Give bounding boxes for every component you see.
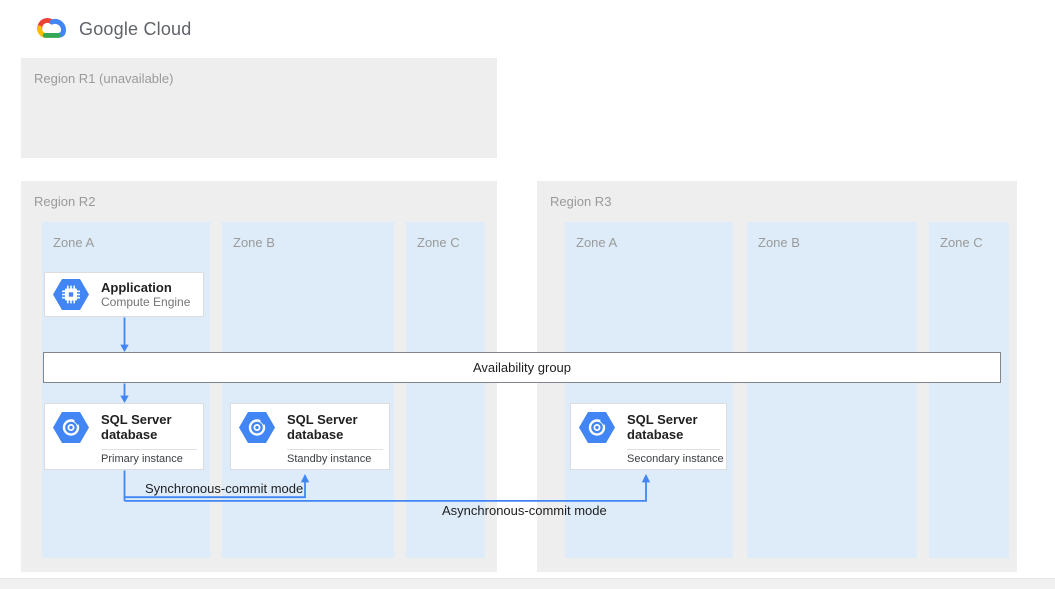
zone-r2-b: Zone B (222, 222, 394, 558)
zone-r2-b-label: Zone B (233, 235, 275, 250)
sql-standby-node: SQL Server database Standby instance (230, 403, 390, 470)
sql-primary-divider (101, 449, 197, 450)
sql-primary-instance-label: Primary instance (101, 453, 183, 465)
zone-r3-c: Zone C (929, 222, 1009, 558)
async-commit-label: Asynchronous-commit mode (442, 503, 607, 518)
compute-engine-icon (53, 279, 89, 315)
sql-standby-title: SQL Server database (287, 412, 358, 442)
sql-primary-title: SQL Server database (101, 412, 172, 442)
sql-secondary-node: SQL Server database Secondary instance (570, 403, 727, 470)
region-r3-label: Region R3 (550, 194, 612, 209)
zone-r3-a: Zone A (565, 222, 733, 558)
cloud-sql-icon (239, 412, 275, 448)
application-subtitle: Compute Engine (101, 295, 191, 309)
sql-standby-divider (287, 449, 383, 450)
sync-commit-label: Synchronous-commit mode (145, 481, 304, 496)
zone-r3-b: Zone B (747, 222, 917, 558)
sql-secondary-divider (627, 449, 720, 450)
zone-r2-a-label: Zone A (53, 235, 95, 250)
application-title: Application (101, 280, 172, 295)
google-cloud-logo: Google Cloud (32, 13, 191, 45)
sql-secondary-instance-label: Secondary instance (627, 453, 724, 465)
cloud-sql-icon (579, 412, 615, 448)
cloud-sql-icon (53, 412, 89, 448)
sql-standby-instance-label: Standby instance (287, 453, 372, 465)
zone-r3-b-label: Zone B (758, 235, 800, 250)
availability-group: Availability group (43, 352, 1001, 383)
region-r1-label: Region R1 (unavailable) (34, 71, 174, 86)
region-r2-label: Region R2 (34, 194, 96, 209)
region-r1: Region R1 (unavailable) (21, 58, 497, 158)
zone-r2-c: Zone C (406, 222, 485, 558)
sql-primary-node: SQL Server database Primary instance (44, 403, 204, 470)
bottom-bar (0, 578, 1055, 589)
zone-r3-a-label: Zone A (576, 235, 618, 250)
zone-r2-c-label: Zone C (417, 235, 460, 250)
availability-group-label: Availability group (472, 360, 572, 375)
logo-text: Google Cloud (79, 18, 192, 39)
application-node: Application Compute Engine (44, 272, 204, 317)
google-cloud-logo-icon (32, 13, 70, 45)
sql-secondary-title: SQL Server database (627, 412, 698, 442)
zone-r3-c-label: Zone C (940, 235, 983, 250)
